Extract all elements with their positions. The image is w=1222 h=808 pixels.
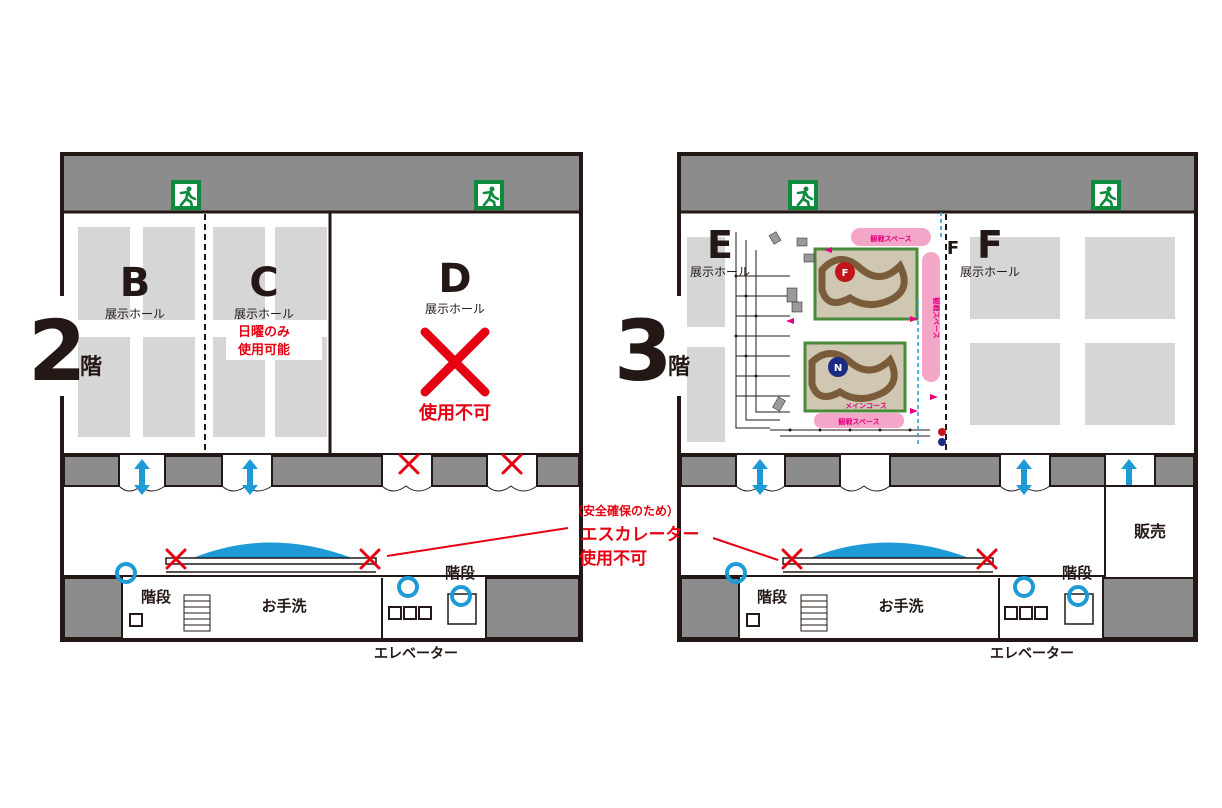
notice-line3: 使用不可 [578,548,647,569]
hall-label: 展示ホール [425,302,485,316]
floor-3-plan: 3 階 E 展示ホール F F 展示ホール 観戦スペース 観戦スペース 観戦スペ… [614,152,1198,662]
hall-label: 展示ホール [105,307,165,321]
elevator-label: エレベーター [990,646,1074,662]
hall-note: 使用可能 [237,342,290,358]
hall-label: 展示ホール [690,265,750,279]
escalator [810,542,969,558]
badge-f-label: F [842,268,849,279]
viewing-space [814,413,904,428]
viewing-space-label: 観戦スペース [838,417,879,426]
shop-area [1104,485,1195,579]
elevator-buttons [388,606,432,620]
hall-e-booths [687,237,725,442]
stairs-label: 階段 [1062,564,1092,582]
hall-letter: E [707,223,733,267]
hall-label: 展示ホール [960,265,1020,279]
circle-icon [450,585,472,607]
emergency-exit-icon [786,178,820,212]
course-layout [734,212,946,446]
badge-n [828,357,848,377]
emergency-exit-icon [472,178,506,212]
badge-f [835,262,855,282]
hall-label: 展示ホール [234,307,294,321]
elevator-label: エレベーター [374,646,458,662]
floor-suffix: 階 [668,355,690,380]
wall-blocks [680,455,1195,487]
emergency-exit-icon [169,178,203,212]
notice-line1: （安全確保のため） [571,503,679,518]
circle-icon [115,562,137,584]
hall-status: 使用不可 [418,403,491,424]
stairs-label: 階段 [445,564,475,582]
viewing-space [922,252,940,382]
floor-number: 3 [614,302,672,400]
viewing-space-label: 観戦スペース [932,297,941,338]
shop-label: 販売 [1134,522,1166,541]
circle-icon [725,562,747,584]
stairs-label: 階段 [141,588,171,606]
restroom-label: お手洗 [878,597,923,615]
viewing-space [851,228,931,246]
elevator-buttons [1004,606,1048,620]
stairs-label: 階段 [757,588,787,606]
hall-letter-small: F [947,238,959,259]
hall-letter: D [438,256,471,302]
notice-line2: エスカレーター [581,525,700,545]
badge-n-label: N [834,363,842,374]
wall-blocks [63,455,580,487]
viewing-space-label: 観戦スペース [870,234,911,243]
hall-note: 日曜のみ [238,325,290,340]
x-mark-icon [420,327,490,397]
circle-icon [397,576,419,598]
escalator [193,542,352,558]
hall-letter: F [977,223,1003,267]
restroom-label: お手洗 [261,597,306,615]
floor-suffix: 階 [80,355,102,380]
escalator-notice: （安全確保のため） エスカレーター 使用不可 [386,503,779,569]
circle-icon [1013,576,1035,598]
hall-b-booths [78,227,195,437]
main-course-label: メインコース [845,402,887,410]
hall-letter: B [120,260,151,306]
floor-2-plan: 2 階 B 展示ホール C 展示ホール 日曜のみ 使用可能 D 展示ホール 使用… [28,152,583,662]
floor-number: 2 [28,302,86,400]
circle-icon [1067,585,1089,607]
hall-letter: C [249,260,278,306]
emergency-exit-icon [1089,178,1123,212]
hall-f-booths [970,237,1175,425]
